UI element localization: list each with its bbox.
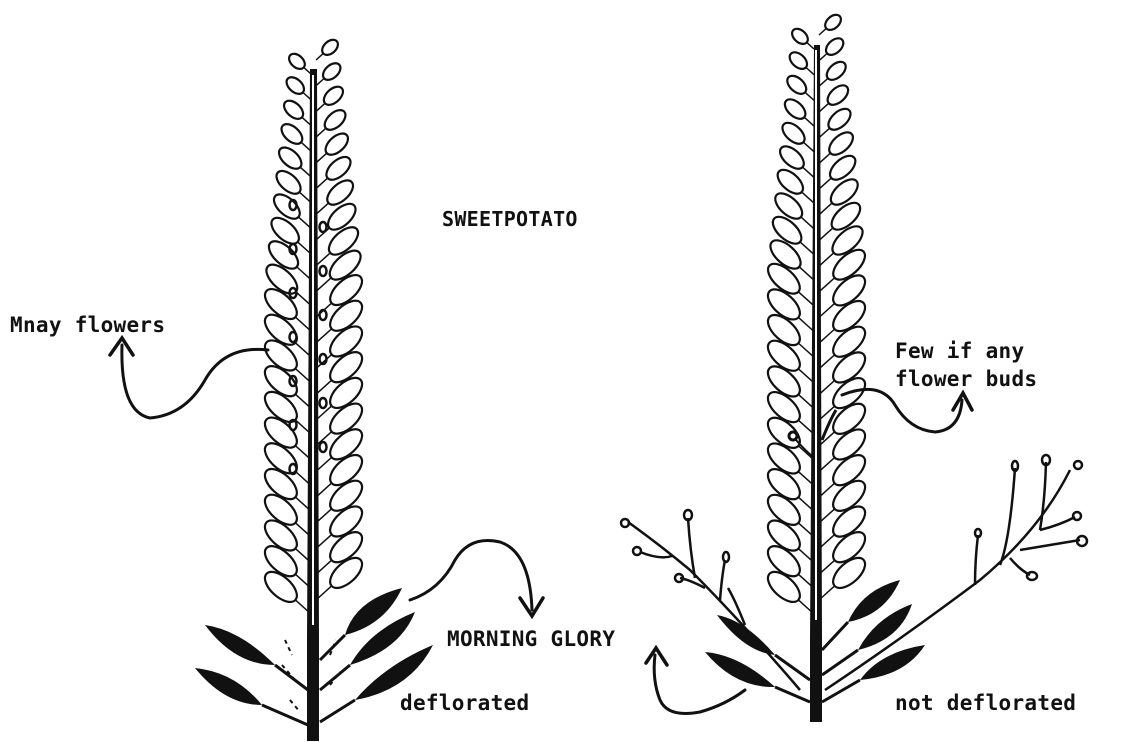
right-leaflet-r0 [819,12,844,35]
few-buds-label-line1: Few if any [895,338,1024,365]
left-leaflet-r19 [316,501,367,549]
right-leaflet-r3 [819,82,852,112]
right-leaflet-l19 [763,489,814,537]
right-leaflet-r2 [819,58,849,86]
many-flowers-arrow [122,345,268,418]
right-leaflet-l2 [784,72,814,100]
many-flowers-label: Mnay flowers [10,312,165,339]
annotation-arrows [110,338,972,714]
right-leaflet-r20 [819,501,870,549]
left-flower-bud [290,332,297,342]
left-plant-sweetpotato-deflorated [195,37,433,740]
morning-glory-bottom-arrowhead [646,648,667,665]
left-flower-bud [320,442,327,452]
left-leaflet-r14 [316,372,367,420]
left-leaflet-r16 [316,424,367,472]
left-leaflet-l12 [260,335,311,383]
morning-glory-top-arrow [410,540,532,610]
right-leaflet-l21 [763,541,814,589]
right-leaflet-r15 [819,373,870,421]
right-leaflet-l17 [763,438,814,486]
left-leaflet-r21 [316,552,367,600]
left-flower-bud [320,398,327,408]
morning-glory-label: MORNING GLORY [447,626,615,653]
right-leaflet-r16 [819,398,870,446]
left-leaflet-r15 [316,398,367,446]
left-leaflet-l15 [260,412,311,460]
left-leaflet-l21 [260,566,311,614]
left-leaflet-l1 [283,74,311,100]
left-leaflet-l14 [260,386,311,434]
right-leaflet-l1 [787,49,814,75]
right-leaflet-l11 [763,284,814,332]
right-leaflet-l13 [763,335,814,383]
right-leaflet-r1 [819,35,846,61]
right-leaflet-l0 [789,26,814,49]
left-leaflet-l20 [260,541,311,589]
left-leaflet-r17 [316,450,367,498]
right-leaflet-r13 [819,321,870,369]
diagram-title: SWEETPOTATO [442,207,578,233]
right-leaflet-r22 [819,552,870,600]
left-leaflet-r12 [316,321,367,369]
few-buds-label-line2: flower buds [895,366,1037,393]
right-leaflet-r18 [819,450,870,498]
right-leaflet-l10 [763,259,814,306]
left-leaflet-l17 [260,464,311,512]
left-leaflet-l3 [278,120,311,151]
left-leaflet-l19 [260,515,311,563]
left-leaflet-r0 [316,37,341,60]
left-leaflet-r18 [316,475,367,523]
left-leaflet-l18 [260,489,311,537]
right-leaflet-r21 [819,527,870,575]
right-leaflet-r19 [819,475,870,523]
left-leaflet-r20 [316,527,367,575]
right-leaflet-r12 [819,296,870,344]
left-leaflet-r2 [316,83,346,111]
right-leaflet-r11 [819,270,870,318]
deflorated-label: deflorated [400,690,529,717]
right-leaflet-l12 [763,310,814,358]
not-deflorated-label: not deflorated [895,690,1076,717]
right-leaflet-l18 [763,464,814,512]
right-leaflet-l15 [763,387,814,435]
right-leaflet-r10 [819,245,870,292]
right-leaflet-r14 [819,347,870,395]
right-leaflet-l14 [763,361,814,409]
left-leaflet-l10 [260,284,311,331]
left-leaflet-l0 [286,51,311,74]
left-flower-bud [320,222,327,232]
left-leaflet-r3 [316,106,349,137]
right-leaflet-l3 [781,96,814,126]
left-flower-bud [320,266,327,276]
right-leaflet-l22 [763,566,814,614]
right-leaflet-l20 [763,515,814,563]
left-leaflet-l16 [260,438,311,486]
left-leaflet-r1 [316,60,344,86]
left-leaflet-l13 [260,361,311,409]
left-leaflet-l2 [281,97,311,125]
